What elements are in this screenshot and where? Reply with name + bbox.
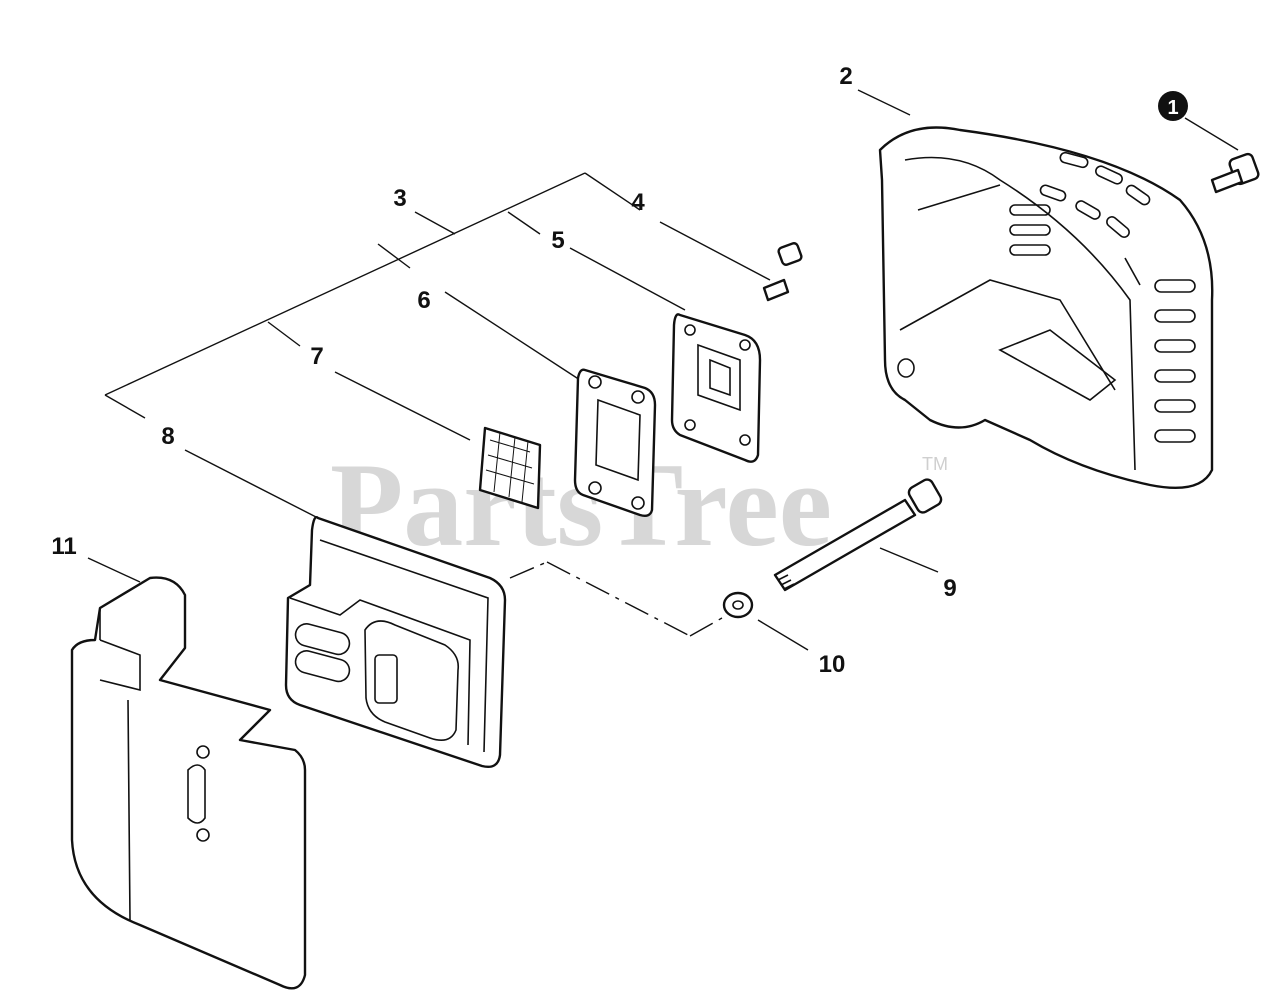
watermark-trademark: TM: [922, 454, 948, 474]
callout-4: 4: [631, 189, 645, 216]
muffler-body-drawing: [284, 516, 507, 769]
cover-vent-slots: [1009, 151, 1196, 443]
gasket-drawing: [573, 368, 657, 518]
heat-shield-drawing: [70, 576, 307, 990]
callout-6: 6: [417, 287, 430, 314]
callout-labels: 1 2 3 4 5 6 7 8 9 10 11: [51, 63, 1188, 678]
exhaust-plate-drawing: [670, 313, 762, 463]
callout-3: 3: [393, 185, 406, 212]
muffler-cover-drawing: [878, 126, 1214, 489]
callout-1: 1: [1158, 91, 1188, 121]
callout-7: 7: [310, 343, 323, 370]
callout-9: 9: [943, 575, 956, 602]
spark-arrestor-screen-drawing: [478, 426, 542, 510]
long-bolt-drawing: [773, 478, 943, 592]
callout-number: 1: [1167, 97, 1178, 119]
washer-drawing: [722, 591, 754, 619]
callout-8: 8: [161, 423, 174, 450]
callout-11: 11: [51, 533, 76, 560]
callout-5: 5: [551, 227, 564, 254]
bolt-drawing: [1210, 152, 1260, 194]
assembly-bracket: [87, 89, 1239, 651]
callout-2: 2: [839, 63, 852, 90]
screw-drawing: [762, 242, 803, 302]
callout-10: 10: [819, 651, 846, 678]
